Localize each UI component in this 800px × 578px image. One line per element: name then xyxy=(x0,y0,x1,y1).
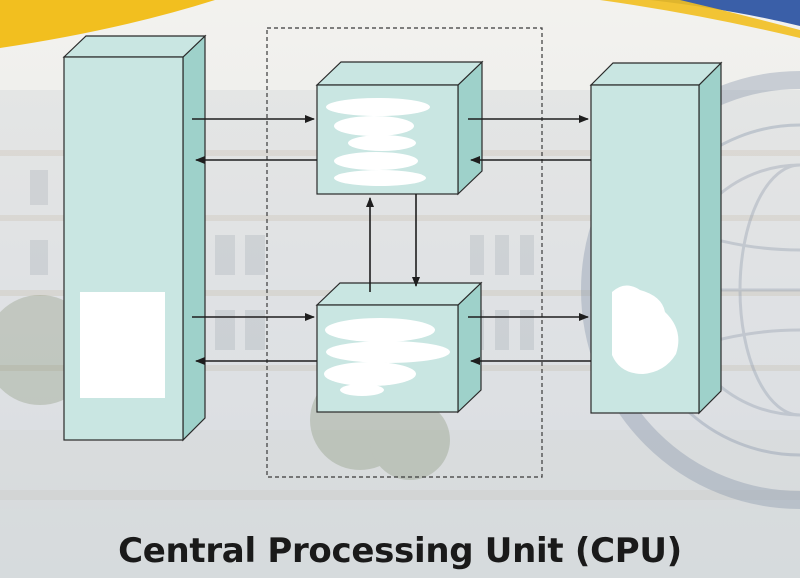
header-swoosh-blue xyxy=(650,0,800,26)
redacted-label-control xyxy=(326,98,430,186)
alu-box xyxy=(315,281,483,414)
left-memory-box xyxy=(62,34,207,442)
cpu-boundary xyxy=(266,27,543,478)
slide-caption: Central Processing Unit (CPU) xyxy=(118,531,682,571)
redacted-label-left xyxy=(80,292,165,398)
control-unit-box xyxy=(315,60,484,196)
redacted-label-right xyxy=(612,285,679,374)
header-swoosh-gold xyxy=(600,0,800,38)
right-io-box xyxy=(589,61,723,415)
redacted-label-alu xyxy=(324,318,450,396)
header-swoosh-yellow xyxy=(0,0,215,48)
